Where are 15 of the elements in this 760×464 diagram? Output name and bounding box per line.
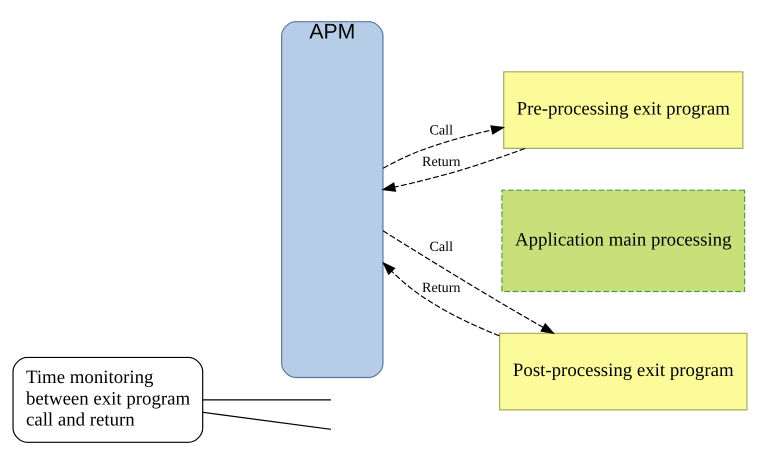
edge-label: Return bbox=[422, 280, 460, 296]
connector bbox=[202, 412, 331, 430]
node-box: APM bbox=[281, 21, 384, 378]
arrow bbox=[382, 125, 506, 169]
node-box: Application main processing bbox=[501, 190, 746, 292]
arrow bbox=[381, 148, 526, 192]
edge-label: Call bbox=[429, 238, 454, 255]
arrow bbox=[382, 230, 556, 334]
edge-label: Return bbox=[422, 154, 460, 170]
node-box: Time monitoring between exit program call and return bbox=[12, 356, 204, 443]
node-box: Post-processing exit program bbox=[498, 332, 748, 410]
arrow bbox=[382, 262, 500, 336]
node-box: Pre-processing exit program bbox=[503, 71, 744, 149]
edge-label: Call bbox=[429, 122, 454, 138]
connector bbox=[202, 399, 331, 400]
